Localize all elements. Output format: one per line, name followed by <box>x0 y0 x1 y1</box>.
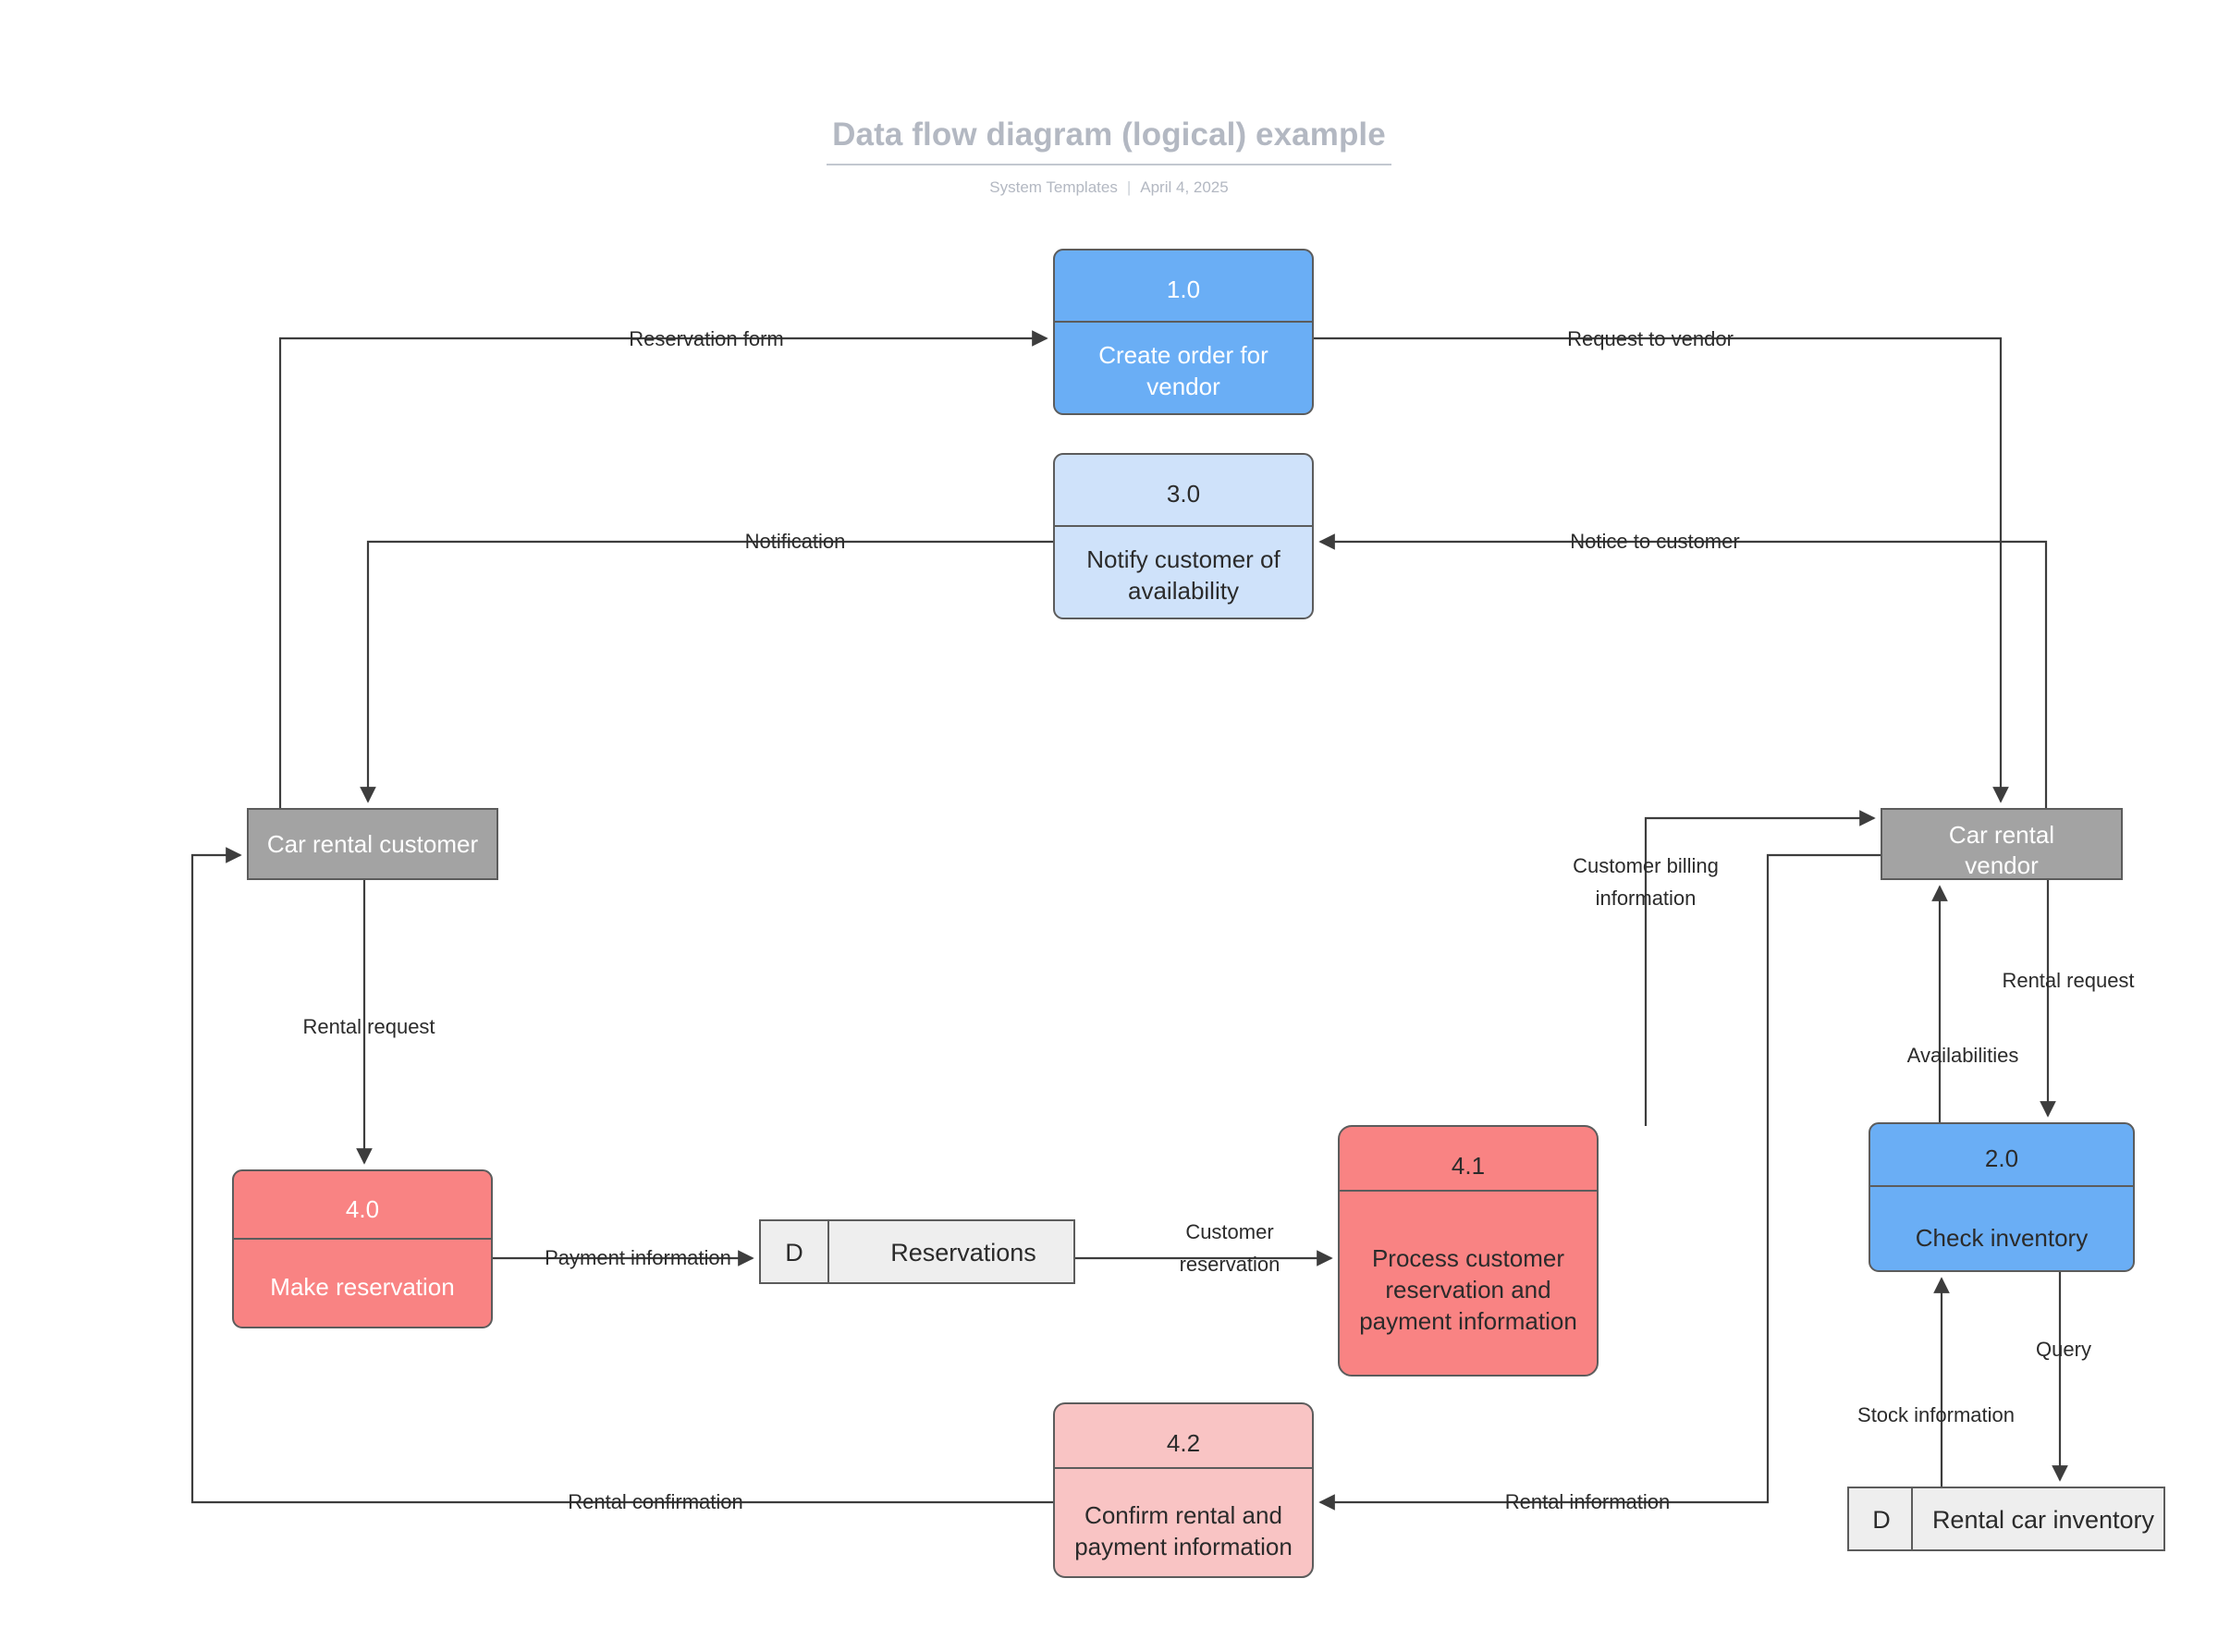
flow-customer-reservation: Customer reservation <box>1074 1220 1333 1276</box>
flow-line <box>360 540 1054 803</box>
flow-label-payment-information: Payment information <box>545 1246 731 1269</box>
flow-line <box>1318 533 2048 809</box>
entity-box[interactable] <box>247 808 498 880</box>
page-title: Data flow diagram (logical) example <box>827 117 1391 165</box>
process-box[interactable] <box>232 1169 493 1328</box>
flow-notice-to-customer: Notice to customer <box>1318 530 2048 809</box>
flow-line <box>278 330 1048 809</box>
datastore-label: Rental car inventory <box>1932 1506 2155 1534</box>
document-subtitle: System Templates | April 4, 2025 <box>0 178 2218 197</box>
entity-car-rental-vendor[interactable]: Car rental vendor <box>1881 808 2123 880</box>
flow-label-stock-information: Stock information <box>1857 1403 2015 1426</box>
flow-label-rental-information: Rental information <box>1505 1490 1671 1513</box>
entity-label-line2: vendor <box>1965 851 2039 879</box>
process-4-1[interactable]: 4.1 Process customer reservation and pay… <box>1338 1125 1599 1377</box>
datastore-box[interactable] <box>759 1219 1075 1284</box>
process-label-line1: Create order for <box>1098 341 1268 369</box>
entity-car-rental-customer[interactable]: Car rental customer <box>247 808 498 880</box>
flow-label-customer-reservation-line2: reservation <box>1180 1253 1281 1276</box>
process-4-0[interactable]: 4.0 Make reservation <box>232 1169 493 1328</box>
entity-box[interactable] <box>1881 808 2123 880</box>
flow-rental-information: Rental information <box>1318 853 1881 1513</box>
process-label-line1: Check inventory <box>1916 1224 2088 1252</box>
flow-label-notice-to-customer: Notice to customer <box>1570 530 1739 553</box>
flow-label-rental-confirmation: Rental confirmation <box>568 1490 743 1513</box>
flow-line <box>1644 810 1876 1126</box>
process-box[interactable] <box>1053 453 1314 619</box>
document-date: April 4, 2025 <box>1140 177 1229 196</box>
datastore-prefix: D <box>785 1239 803 1267</box>
process-label-line1: Notify customer of <box>1086 545 1281 573</box>
process-3-0[interactable]: 3.0 Notify customer of availability <box>1053 453 1314 619</box>
datastore-reservations[interactable]: D Reservations <box>759 1219 1075 1284</box>
process-label-line1: Confirm rental and <box>1084 1501 1282 1529</box>
flow-payment-information: Payment information <box>492 1246 754 1269</box>
flow-request-to-vendor: Request to vendor <box>1313 327 2009 803</box>
subtitle-separator: | <box>1126 177 1132 196</box>
process-2-0[interactable]: 2.0 Check inventory <box>1869 1122 2135 1272</box>
flow-label-rental-request-vendor: Rental request <box>2002 969 2134 992</box>
process-label-line1: Process customer <box>1372 1244 1564 1272</box>
flow-notification: Notification <box>360 530 1054 803</box>
process-label-line2: payment information <box>1074 1533 1293 1560</box>
process-number: 4.2 <box>1167 1429 1200 1457</box>
process-box[interactable] <box>1869 1122 2135 1272</box>
process-label-line3: payment information <box>1359 1307 1577 1335</box>
flow-label-customer-billing-line1: Customer billing <box>1573 854 1719 877</box>
flow-line <box>1318 853 1881 1511</box>
process-number: 2.0 <box>1985 1144 2018 1172</box>
flow-rental-request-vendor: Rental request <box>2002 879 2135 1118</box>
flow-customer-billing-information: Customer billing information <box>1573 810 1876 1126</box>
process-label-line2: reservation and <box>1385 1276 1550 1303</box>
process-number: 1.0 <box>1167 275 1200 303</box>
flow-stock-information: Stock information <box>1857 1277 2015 1487</box>
flow-label-availabilities: Availabilities <box>1907 1044 2019 1067</box>
flow-label-customer-billing-line2: information <box>1596 887 1697 910</box>
process-box[interactable] <box>1338 1125 1599 1377</box>
flow-label-request-to-vendor: Request to vendor <box>1567 327 1734 350</box>
process-box[interactable] <box>1053 1402 1314 1578</box>
flow-label-rental-request-customer: Rental request <box>302 1015 435 1038</box>
flow-availabilities: Availabilities <box>1907 885 2019 1123</box>
datastore-rental-car-inventory[interactable]: D Rental car inventory <box>1847 1487 2165 1551</box>
process-label-line2: vendor <box>1146 373 1220 400</box>
process-label-line2: availability <box>1128 577 1239 605</box>
flow-line <box>190 847 1054 1504</box>
process-number: 4.0 <box>346 1195 379 1223</box>
document-author: System Templates <box>989 177 1118 196</box>
entity-label-line1: Car rental <box>1949 821 2054 849</box>
datastore-box[interactable] <box>1847 1487 2165 1551</box>
process-number: 3.0 <box>1167 480 1200 508</box>
document-header: Data flow diagram (logical) example Syst… <box>0 117 2218 197</box>
flow-label-query: Query <box>2036 1338 2091 1361</box>
flow-label-reservation-form: Reservation form <box>629 327 784 350</box>
datastore-label: Reservations <box>890 1239 1036 1267</box>
process-number: 4.1 <box>1452 1152 1485 1180</box>
flow-label-customer-reservation-line1: Customer <box>1185 1220 1273 1243</box>
flow-reservation-form: Reservation form <box>278 327 1048 809</box>
process-box[interactable] <box>1053 249 1314 415</box>
flow-label-notification: Notification <box>745 530 846 553</box>
process-1-0[interactable]: 1.0 Create order for vendor <box>1053 249 1314 415</box>
flow-rental-request-customer: Rental request <box>302 879 435 1165</box>
flow-line <box>1313 337 2009 803</box>
process-label-line1: Make reservation <box>270 1273 454 1301</box>
entity-label: Car rental customer <box>267 830 479 858</box>
flow-query: Query <box>2036 1271 2091 1482</box>
datastore-prefix: D <box>1872 1506 1891 1534</box>
flow-rental-confirmation: Rental confirmation <box>190 847 1054 1513</box>
process-4-2[interactable]: 4.2 Confirm rental and payment informati… <box>1053 1402 1314 1578</box>
